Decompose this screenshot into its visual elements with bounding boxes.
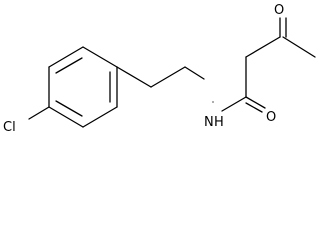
amide-nitrogen: N H bbox=[204, 115, 224, 130]
benzene-ring bbox=[48, 46, 118, 128]
amide-oxygen-label: O bbox=[266, 110, 276, 125]
hydrogen-atom-label: H bbox=[214, 115, 224, 130]
chloro-substituent: Cl bbox=[3, 106, 50, 135]
ethyl-linker bbox=[116, 66, 205, 88]
ketone-oxygen-label: O bbox=[274, 3, 284, 18]
acetoacetyl-chain: O O bbox=[221, 3, 316, 125]
chlorine-atom-label: Cl bbox=[3, 120, 16, 135]
molecular-structure: Cl N H O O bbox=[3, 3, 316, 135]
nitrogen-atom-label: N bbox=[204, 115, 214, 130]
